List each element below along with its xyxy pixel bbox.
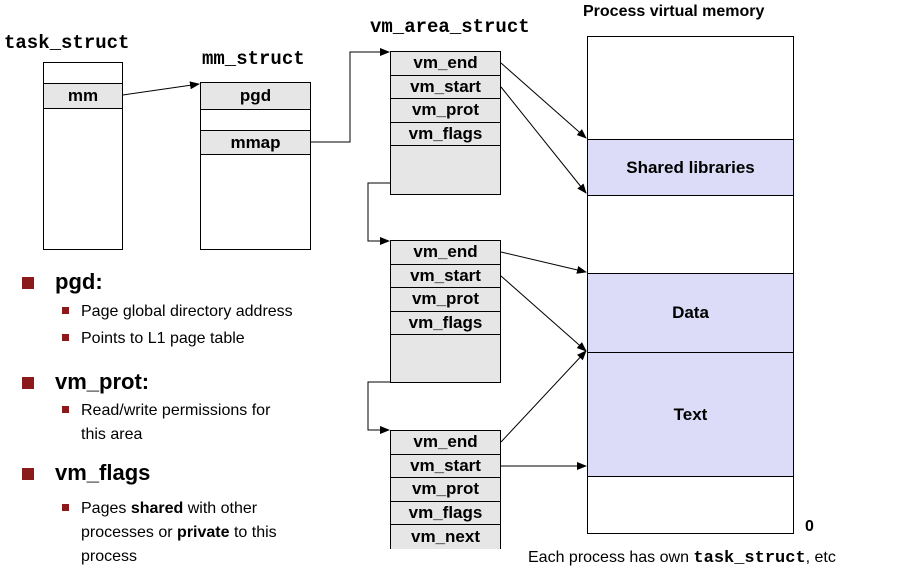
- mm-struct-box: pgd mmap: [200, 82, 311, 250]
- mmap-field-label: mmap: [230, 132, 281, 152]
- note-vm-prot-line-1: Read/write permissions for: [81, 402, 271, 419]
- mm-struct-mmap-field: mmap: [201, 130, 310, 155]
- vm-flags-field: vm_flags: [391, 311, 500, 335]
- vm-end-field: vm_end: [391, 431, 500, 455]
- text-run: process: [81, 548, 138, 565]
- footer-mono: task_struct: [693, 549, 806, 568]
- note-vm-flags-line-1: Pages shared with other: [81, 498, 257, 520]
- sub-bullet-icon: [62, 406, 69, 413]
- vm-prot-field: vm_prot: [391, 99, 500, 123]
- vm-area-struct-3: vm_end vm_start vm_prot vm_flags vm_next: [390, 430, 501, 549]
- text-run: Pages: [81, 500, 131, 517]
- vm-flags-field: vm_flags: [391, 122, 500, 146]
- region-shared-libraries: Shared libraries: [588, 139, 793, 196]
- vm-area-struct-1: vm_end vm_start vm_prot vm_flags: [390, 51, 501, 195]
- vm-area-struct-title: vm_area_struct: [370, 16, 530, 38]
- note-heading-vm-prot: vm_prot:: [55, 369, 150, 394]
- mm-struct-pgd-field: pgd: [201, 83, 310, 110]
- memory-title: Process virtual memory: [583, 3, 765, 20]
- vm-prot-field: vm_prot: [391, 288, 500, 312]
- arrow-vma1-start: [500, 86, 587, 194]
- mm-field-label: mm: [67, 86, 99, 105]
- note-heading-vm-flags: vm_flags: [55, 460, 151, 485]
- bold-run: private: [177, 524, 230, 541]
- text-run: with other: [183, 500, 258, 517]
- note-vm-flags-line-2: processes or private to this: [81, 522, 277, 544]
- note-vm-flags-line-3: process: [81, 546, 137, 568]
- mm-struct-title: mm_struct: [202, 48, 305, 70]
- arrow-mm-to-mm-struct: [122, 81, 200, 96]
- task-struct-mm-field: mm: [44, 83, 122, 109]
- note-vm-prot-line-2: this area: [81, 426, 143, 443]
- vm-start-field: vm_start: [391, 75, 500, 99]
- arrow-vma2-start: [500, 275, 587, 352]
- text-run: to this: [229, 524, 277, 541]
- bullet-square-icon: [22, 277, 34, 289]
- vm-start-field: vm_start: [391, 454, 500, 478]
- region-text: Text: [588, 352, 793, 477]
- text-run: processes or: [81, 524, 178, 541]
- vm-next-field: vm_next: [391, 525, 500, 549]
- footer-text-after: , etc: [805, 549, 836, 566]
- sub-bullet-icon: [62, 504, 69, 511]
- vm-prot-field: vm_prot: [391, 478, 500, 502]
- vm-end-field: vm_end: [391, 52, 500, 76]
- pgd-field-label: pgd: [239, 86, 272, 105]
- region-data: Data: [588, 273, 793, 353]
- bullet-square-icon: [22, 377, 34, 389]
- bullet-square-icon: [22, 468, 34, 480]
- arrow-vma2-end: [500, 251, 587, 274]
- note-pgd-line-2: Points to L1 page table: [81, 330, 245, 347]
- vm-flags-field: vm_flags: [391, 501, 500, 525]
- footer-caption: Each process has own task_struct, etc: [528, 549, 836, 568]
- arrow-vma2-to-vma3: [367, 381, 390, 434]
- task-struct-title: task_struct: [4, 32, 130, 54]
- process-virtual-memory: Shared libraries Data Text: [587, 36, 794, 534]
- sub-bullet-icon: [62, 334, 69, 341]
- region-label: Text: [673, 404, 708, 424]
- vm-end-field: vm_end: [391, 241, 500, 265]
- task-struct-box: mm: [43, 62, 123, 250]
- arrow-vma1-to-vma2: [367, 182, 390, 245]
- address-zero-label: 0: [805, 518, 814, 535]
- note-pgd-line-1: Page global directory address: [81, 303, 293, 320]
- region-label: Shared libraries: [626, 157, 755, 177]
- vm-area-struct-2: vm_end vm_start vm_prot vm_flags: [390, 240, 501, 383]
- vm-start-field: vm_start: [391, 264, 500, 288]
- footer-text-before: Each process has own: [528, 549, 694, 566]
- sub-bullet-icon: [62, 307, 69, 314]
- note-heading-pgd: pgd:: [55, 269, 103, 294]
- arrow-vma1-end: [500, 62, 587, 139]
- region-label: Data: [672, 303, 709, 322]
- bold-run: shared: [130, 500, 184, 517]
- arrow-mmap-to-vma1: [311, 48, 390, 143]
- arrow-vma3-end: [500, 350, 587, 443]
